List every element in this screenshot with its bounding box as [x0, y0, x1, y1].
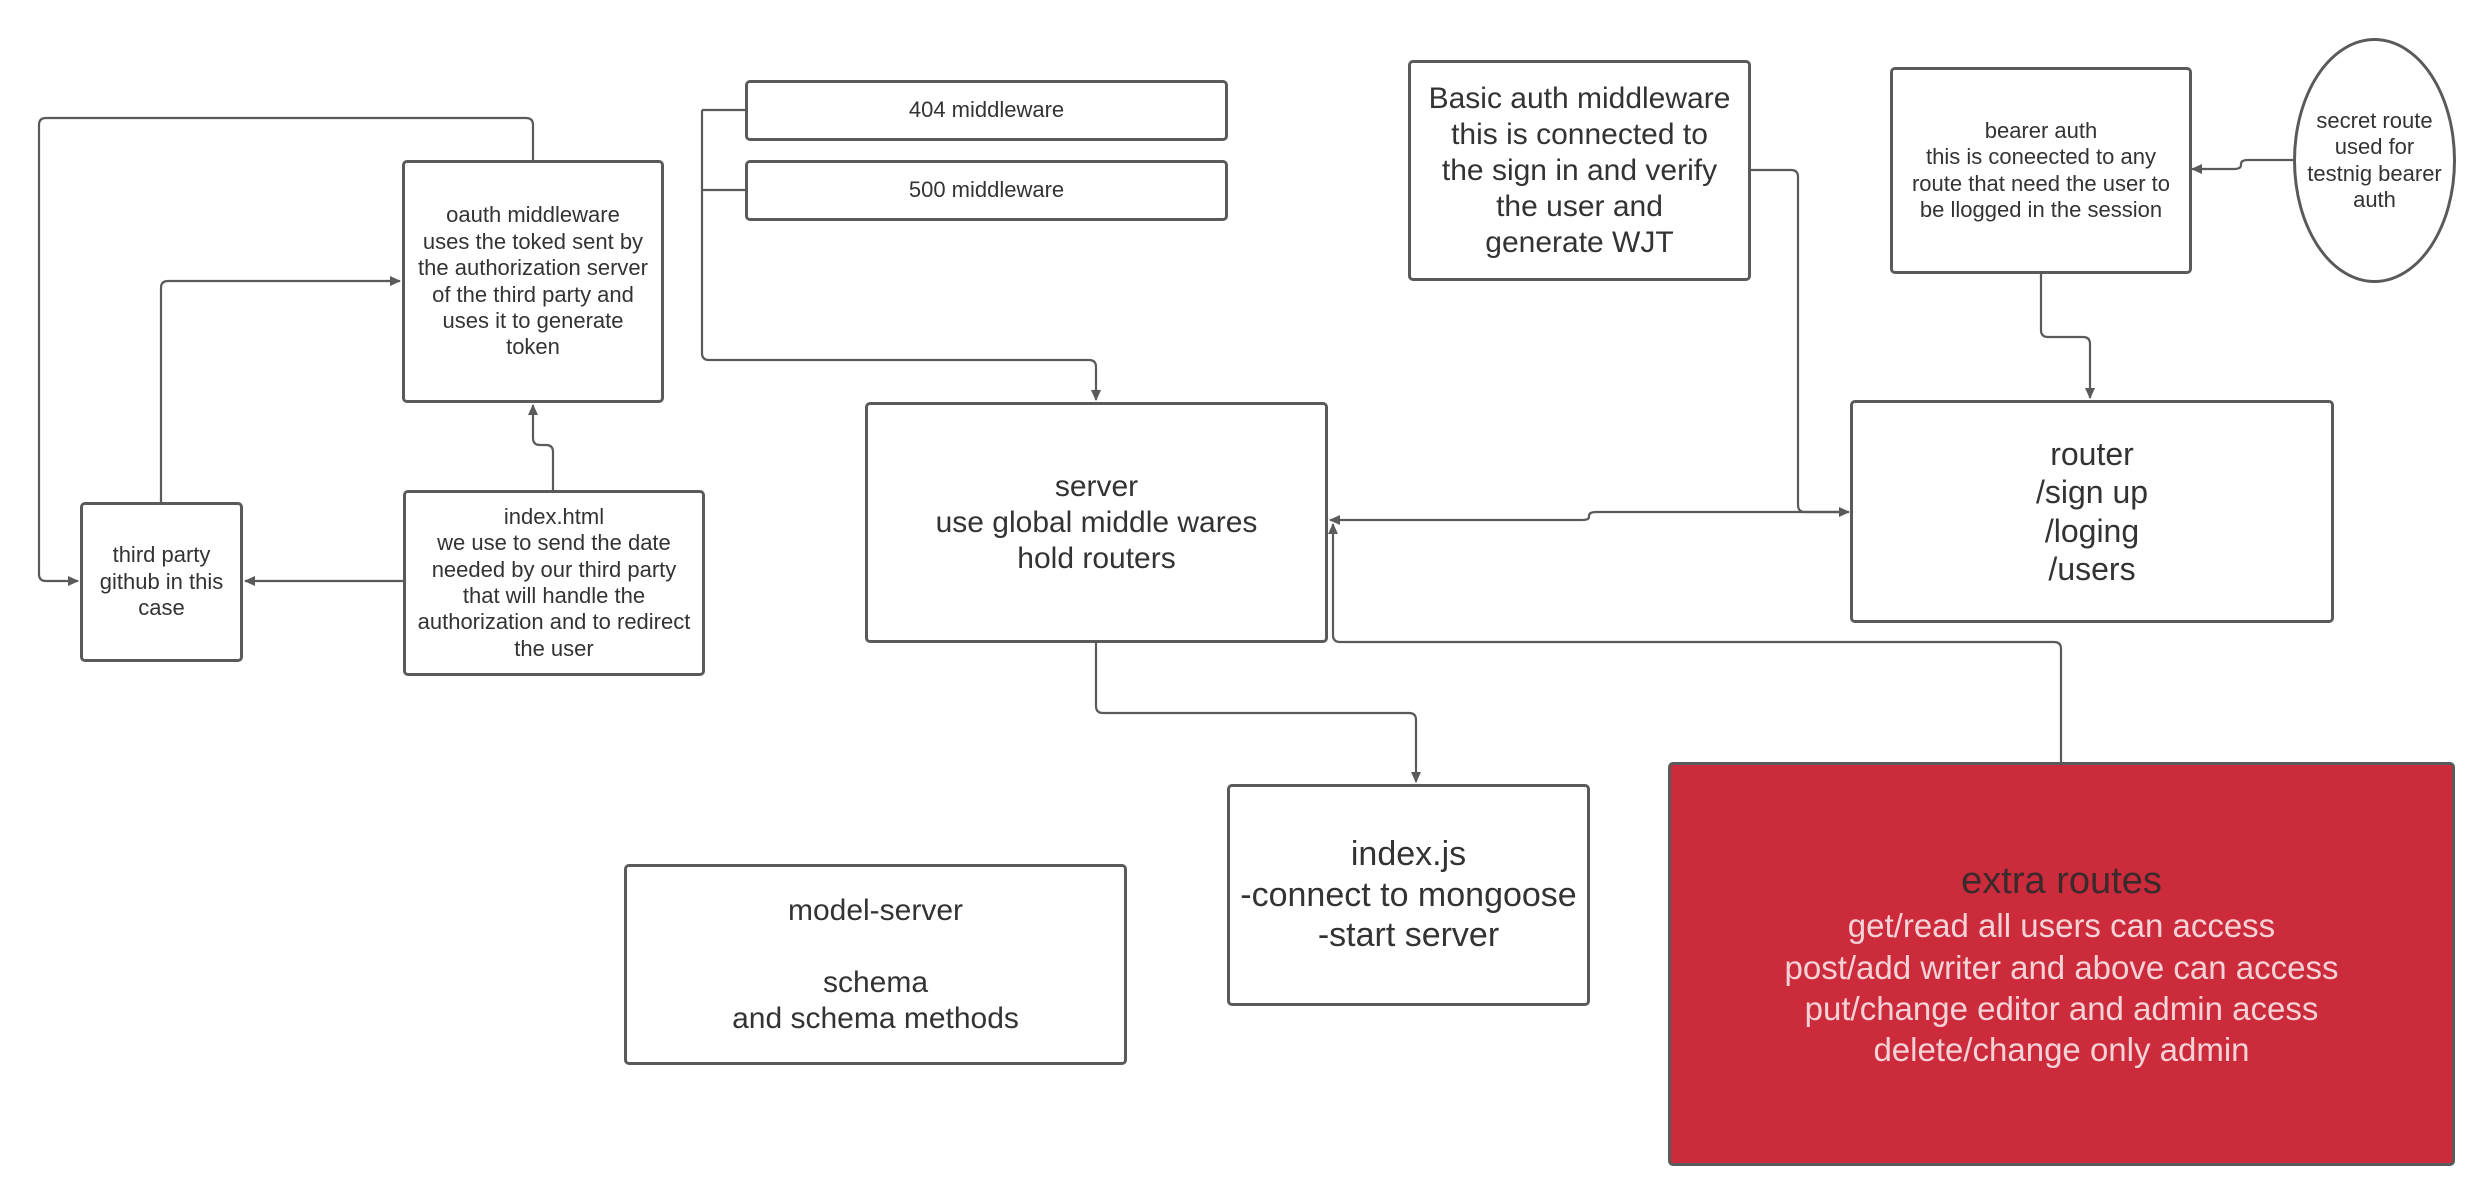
- third-party-box: third party github in this case: [80, 502, 243, 662]
- extra-routes-line: delete/change only admin: [1873, 1031, 2250, 1068]
- index-html-label: index.html we use to send the date neede…: [417, 503, 691, 661]
- extra-routes-line: get/read all users can access: [1847, 907, 2276, 945]
- connector-middlewares-to-server: [700, 110, 1101, 401]
- extra-routes-title: extra routes: [1961, 859, 2162, 902]
- basic-auth-middleware-label: Basic auth middleware this is connected …: [1428, 81, 1731, 259]
- server-label: server use global middle wares hold rout…: [935, 469, 1258, 575]
- extra-routes-box: extra routes get/read all users can acce…: [1668, 762, 2455, 1166]
- bearer-auth-box: bearer auth this is coneected to any rou…: [1890, 67, 2192, 274]
- 500-middleware-box: 500 middleware: [745, 160, 1228, 221]
- 404-middleware-label: 404 middleware: [908, 97, 1065, 123]
- router-box: router /sign up /loging /users: [1850, 400, 2334, 623]
- connector-router-to-server: [1329, 510, 1849, 525]
- connector-secret-route-to-bearer: [2191, 158, 2293, 174]
- basic-auth-middleware-box: Basic auth middleware this is connected …: [1408, 60, 1751, 281]
- index-js-box: index.js -connect to mongoose -start ser…: [1227, 784, 1590, 1006]
- connector-basic-auth-to-router: [1750, 168, 1850, 517]
- oauth-middleware-label: oauth middleware uses the toked sent by …: [418, 202, 648, 360]
- index-js-label: index.js -connect to mongoose -start ser…: [1240, 834, 1577, 955]
- secret-route-oval: secret route used for testnig bearer aut…: [2293, 38, 2456, 283]
- 404-middleware-box: 404 middleware: [745, 80, 1228, 141]
- model-server-box: model-server schema and schema methods: [624, 864, 1127, 1065]
- connector-server-to-index-js: [1094, 643, 1421, 783]
- index-html-box: index.html we use to send the date neede…: [403, 490, 705, 676]
- model-server-label: model-server schema and schema methods: [732, 893, 1019, 1035]
- connector-index-html-to-oauth: [528, 404, 555, 490]
- oauth-middleware-box: oauth middleware uses the toked sent by …: [402, 160, 664, 403]
- secret-route-label: secret route used for testnig bearer aut…: [2307, 107, 2442, 212]
- server-box: server use global middle wares hold rout…: [865, 402, 1328, 643]
- router-label: router /sign up /loging /users: [2035, 435, 2149, 587]
- bearer-auth-label: bearer auth this is coneected to any rou…: [1911, 117, 2171, 222]
- extra-routes-line: post/add writer and above can access: [1784, 948, 2339, 986]
- connector-bearer-to-router: [2039, 274, 2095, 399]
- third-party-label: third party github in this case: [99, 542, 224, 621]
- connector-third-party-to-oauth: [159, 276, 401, 502]
- extra-routes-line: put/change editor and admin acess: [1804, 989, 2319, 1027]
- 500-middleware-label: 500 middleware: [908, 177, 1065, 203]
